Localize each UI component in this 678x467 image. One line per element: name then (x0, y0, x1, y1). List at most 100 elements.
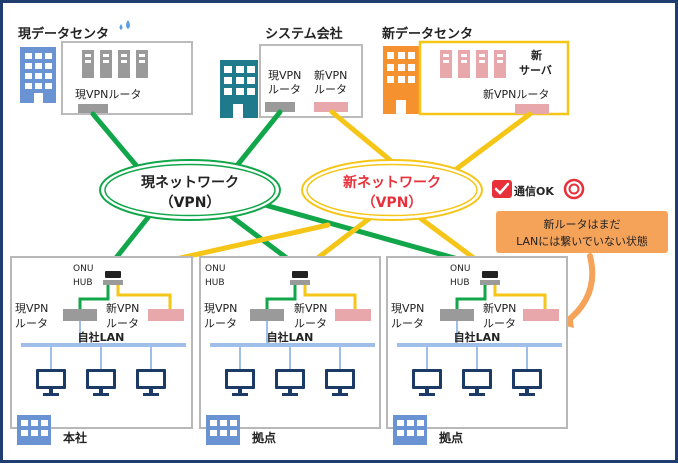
new-router-l1: 新VPN (483, 301, 516, 315)
hub-device (103, 280, 123, 285)
status-ok: 通信OK (492, 178, 585, 200)
system-company: システム会社 現VPN ルータ 新VPN ルータ (220, 26, 363, 118)
cur-router-l1: 現VPN (391, 302, 424, 315)
callout-line2: LANには繋いでいない状態 (516, 234, 648, 248)
hub-label: HUB (73, 278, 93, 288)
sys-new-router (314, 102, 348, 112)
new-vpn-router (515, 104, 549, 114)
new-network-sub: （VPN） (362, 195, 423, 211)
current-network-cloud: 現ネットワーク （VPN） (99, 159, 281, 221)
new-network-cloud: 新ネットワーク （VPN） (301, 159, 483, 221)
lan-label: 自社LAN (267, 330, 314, 344)
green-link (90, 111, 143, 173)
callout-line1: 新ルータはまだ (544, 217, 621, 231)
sys-current-router (265, 102, 295, 112)
hub-device (290, 280, 310, 285)
yellow-link (303, 285, 357, 309)
site-box (386, 256, 568, 429)
green-link (78, 285, 110, 311)
new-router-l2: ルータ (294, 317, 327, 330)
site-box (10, 256, 193, 429)
site-name: 拠点 (252, 430, 276, 445)
sys-current-router-l1: 現VPN (268, 69, 301, 82)
yellow-link (452, 111, 533, 173)
site-name: 拠点 (439, 430, 463, 445)
current-vpn-router (63, 309, 97, 321)
new-server-l1: 新 (531, 48, 542, 62)
yellow-link (329, 109, 393, 163)
onu-label: ONU (450, 264, 470, 274)
site-branch-2: ONU HUB 現VPN ルータ 新VPN ルータ 自社LAN 拠点 (386, 256, 568, 445)
green-link (232, 109, 283, 171)
yellow-link (493, 285, 547, 309)
new-router-l1: 新VPN (106, 301, 139, 315)
hub-label: HUB (205, 278, 225, 288)
current-network-sub: （VPN） (160, 195, 221, 211)
green-link (455, 285, 487, 311)
cur-router-l1: 現VPN (204, 302, 237, 315)
sys-new-router-l2: ルータ (314, 83, 347, 96)
new-dc-router-label: 新VPNルータ (483, 87, 549, 101)
onu-device (105, 271, 121, 278)
server-icon (458, 50, 470, 78)
new-dc-title: 新データセンタ (382, 26, 473, 42)
server-icon (100, 50, 112, 78)
new-router-l2: ルータ (483, 317, 516, 330)
sys-current-router-l2: ルータ (268, 83, 301, 96)
server-icon (440, 50, 452, 78)
current-network-label: 現ネットワーク (141, 175, 239, 191)
status-ok-label: 通信OK (514, 184, 554, 198)
callout-box (496, 211, 668, 253)
current-vpn-router (250, 309, 284, 321)
sys-new-router-l1: 新VPN (314, 68, 347, 82)
onu-label: ONU (205, 264, 225, 274)
hub-device (480, 280, 500, 285)
lan-bus (397, 343, 562, 347)
cur-router-l2: ルータ (15, 317, 48, 330)
sweat-icon (126, 20, 130, 29)
server-icon (82, 50, 94, 78)
green-link (265, 285, 297, 311)
cur-router-l1: 現VPN (15, 302, 48, 315)
new-vpn-router (335, 309, 371, 321)
yellow-link (116, 285, 172, 309)
hub-label: HUB (450, 278, 470, 288)
new-network-label: 新ネットワーク (343, 174, 441, 191)
building-icon (393, 415, 427, 445)
cur-router-l2: ルータ (391, 317, 424, 330)
server-icon (476, 50, 488, 78)
site-branch-1: ONU HUB 現VPN ルータ 新VPN ルータ 自社LAN 拠点 (199, 256, 381, 445)
building-icon (17, 415, 51, 445)
onu-label: ONU (73, 264, 93, 274)
new-server-l2: サーバ (519, 64, 552, 77)
building-icon (206, 415, 240, 445)
server-icon (494, 50, 506, 78)
current-datacenter: 現データセンタ 現VPNルータ (18, 20, 193, 115)
building-icon (20, 47, 56, 103)
onu-device (292, 271, 308, 278)
new-vpn-router (148, 309, 184, 321)
cur-router-l2: ルータ (204, 317, 237, 330)
new-vpn-router (523, 309, 559, 321)
sweat-icon (119, 24, 123, 30)
site-box (199, 256, 381, 429)
site-name: 本社 (63, 430, 87, 445)
lan-bus (210, 343, 375, 347)
onu-device (482, 271, 498, 278)
lan-label: 自社LAN (454, 330, 501, 344)
lan-label: 自社LAN (78, 330, 125, 344)
system-co-title: システム会社 (265, 26, 343, 42)
new-datacenter: 新データセンタ 新 サーバ 新VPNルータ (382, 26, 570, 116)
site-honsha: ONU HUB 現VPN ルータ 新VPN ルータ 自社LAN 本社 (10, 256, 193, 445)
current-dc-router-label: 現VPNルータ (75, 88, 141, 101)
new-router-l2: ルータ (106, 317, 139, 330)
current-vpn-router (78, 104, 108, 113)
current-dc-title: 現データセンタ (18, 26, 109, 42)
current-vpn-router (440, 309, 474, 321)
double-circle-icon (563, 178, 585, 200)
lan-bus (21, 343, 186, 347)
new-router-l1: 新VPN (294, 301, 327, 315)
server-icon (118, 50, 130, 78)
